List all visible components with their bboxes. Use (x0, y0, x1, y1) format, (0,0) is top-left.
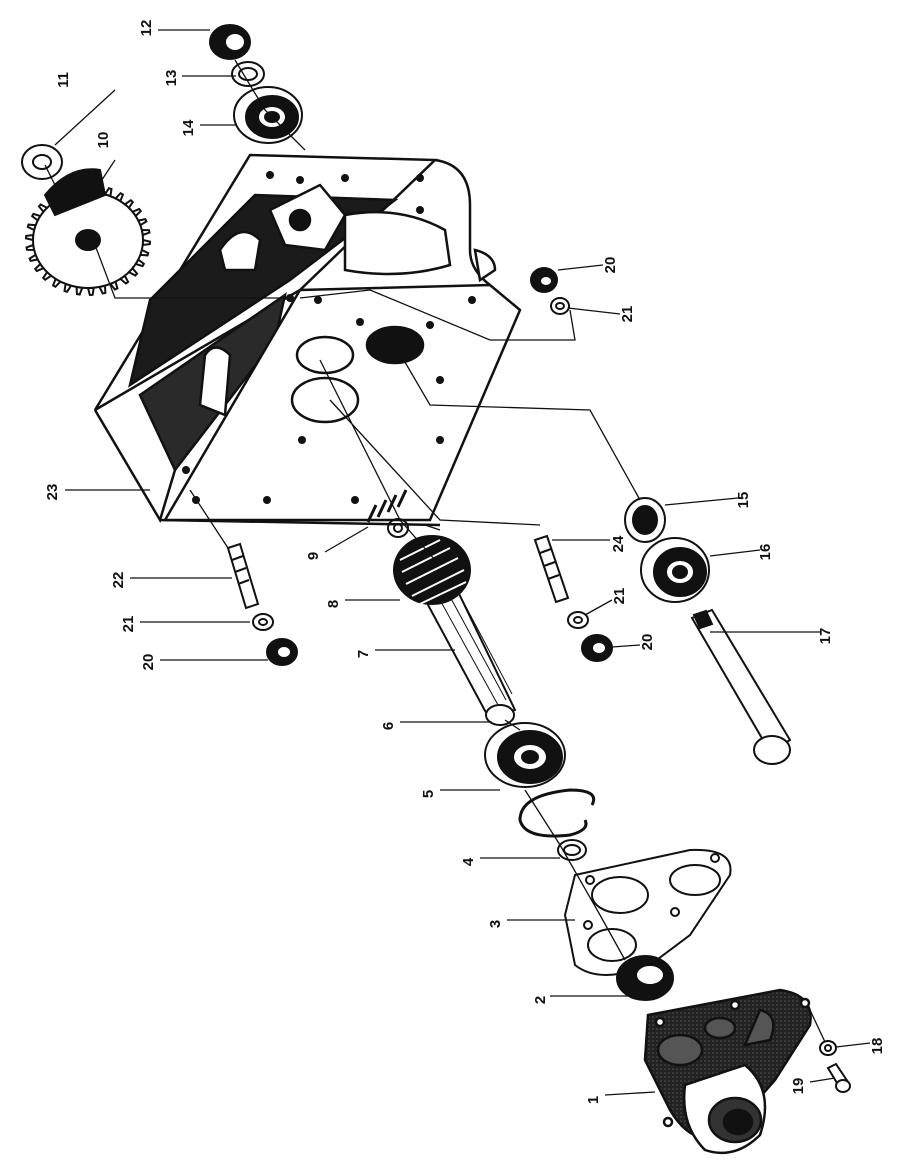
leader-lines (54, 29, 871, 1096)
nut-12 (209, 24, 251, 60)
label-3: 3 (487, 920, 504, 928)
cover-housing-1 (643, 988, 812, 1155)
label-1: 1 (585, 1096, 602, 1104)
stud-24 (533, 534, 570, 604)
label-7: 7 (355, 650, 372, 658)
label-20-middle: 20 (639, 634, 656, 651)
nut-20-upper (530, 267, 558, 293)
washer-9 (387, 518, 409, 538)
label-2: 2 (532, 996, 549, 1004)
pinion-shaft-7 (418, 573, 517, 726)
label-13: 13 (163, 70, 180, 87)
label-21-upper: 21 (619, 306, 636, 323)
stud-22 (226, 542, 260, 610)
washer-21-left (252, 613, 274, 631)
label-17: 17 (817, 628, 834, 645)
bearing-16 (640, 537, 710, 603)
bolt-19 (826, 1062, 851, 1093)
label-12: 12 (138, 20, 155, 37)
label-21-middle: 21 (611, 588, 628, 605)
bearing-6 (484, 722, 566, 788)
washer-18 (819, 1040, 837, 1056)
nut-20-middle (581, 634, 613, 662)
label-22: 22 (110, 572, 127, 589)
label-10: 10 (95, 132, 112, 149)
label-20-left: 20 (140, 654, 157, 671)
gear-10 (24, 168, 152, 297)
label-24: 24 (610, 535, 627, 552)
label-4: 4 (460, 857, 477, 866)
washer-21-upper (550, 297, 570, 315)
label-8: 8 (325, 600, 342, 608)
label-9: 9 (305, 552, 322, 560)
label-6: 6 (380, 722, 397, 730)
shaft-17 (690, 608, 792, 765)
label-14: 14 (180, 119, 197, 136)
part-labels: 1 2 3 4 5 6 7 8 9 10 11 12 13 14 15 16 1… (44, 20, 886, 1105)
assembly-centerlines (44, 59, 826, 1043)
label-11: 11 (55, 72, 72, 88)
washer-13 (231, 61, 265, 87)
nut-20-left (266, 638, 298, 666)
oil-seal-2 (616, 955, 674, 1001)
label-5: 5 (420, 790, 437, 798)
snap-ring-5 (518, 788, 596, 838)
label-20-upper: 20 (602, 257, 619, 274)
gasket-3 (563, 848, 732, 976)
sleeve-15 (624, 497, 666, 543)
washer-11 (21, 144, 63, 180)
pinion-gear-8 (393, 535, 471, 605)
gearbox-housing (93, 153, 522, 527)
bearing-14 (233, 86, 303, 144)
label-15: 15 (735, 492, 752, 509)
label-23: 23 (44, 484, 61, 501)
label-16: 16 (757, 544, 774, 561)
label-19: 19 (790, 1078, 807, 1095)
seal-4 (557, 839, 587, 861)
label-18: 18 (869, 1038, 886, 1055)
label-21-left: 21 (120, 616, 137, 633)
washer-21-middle (567, 611, 589, 629)
